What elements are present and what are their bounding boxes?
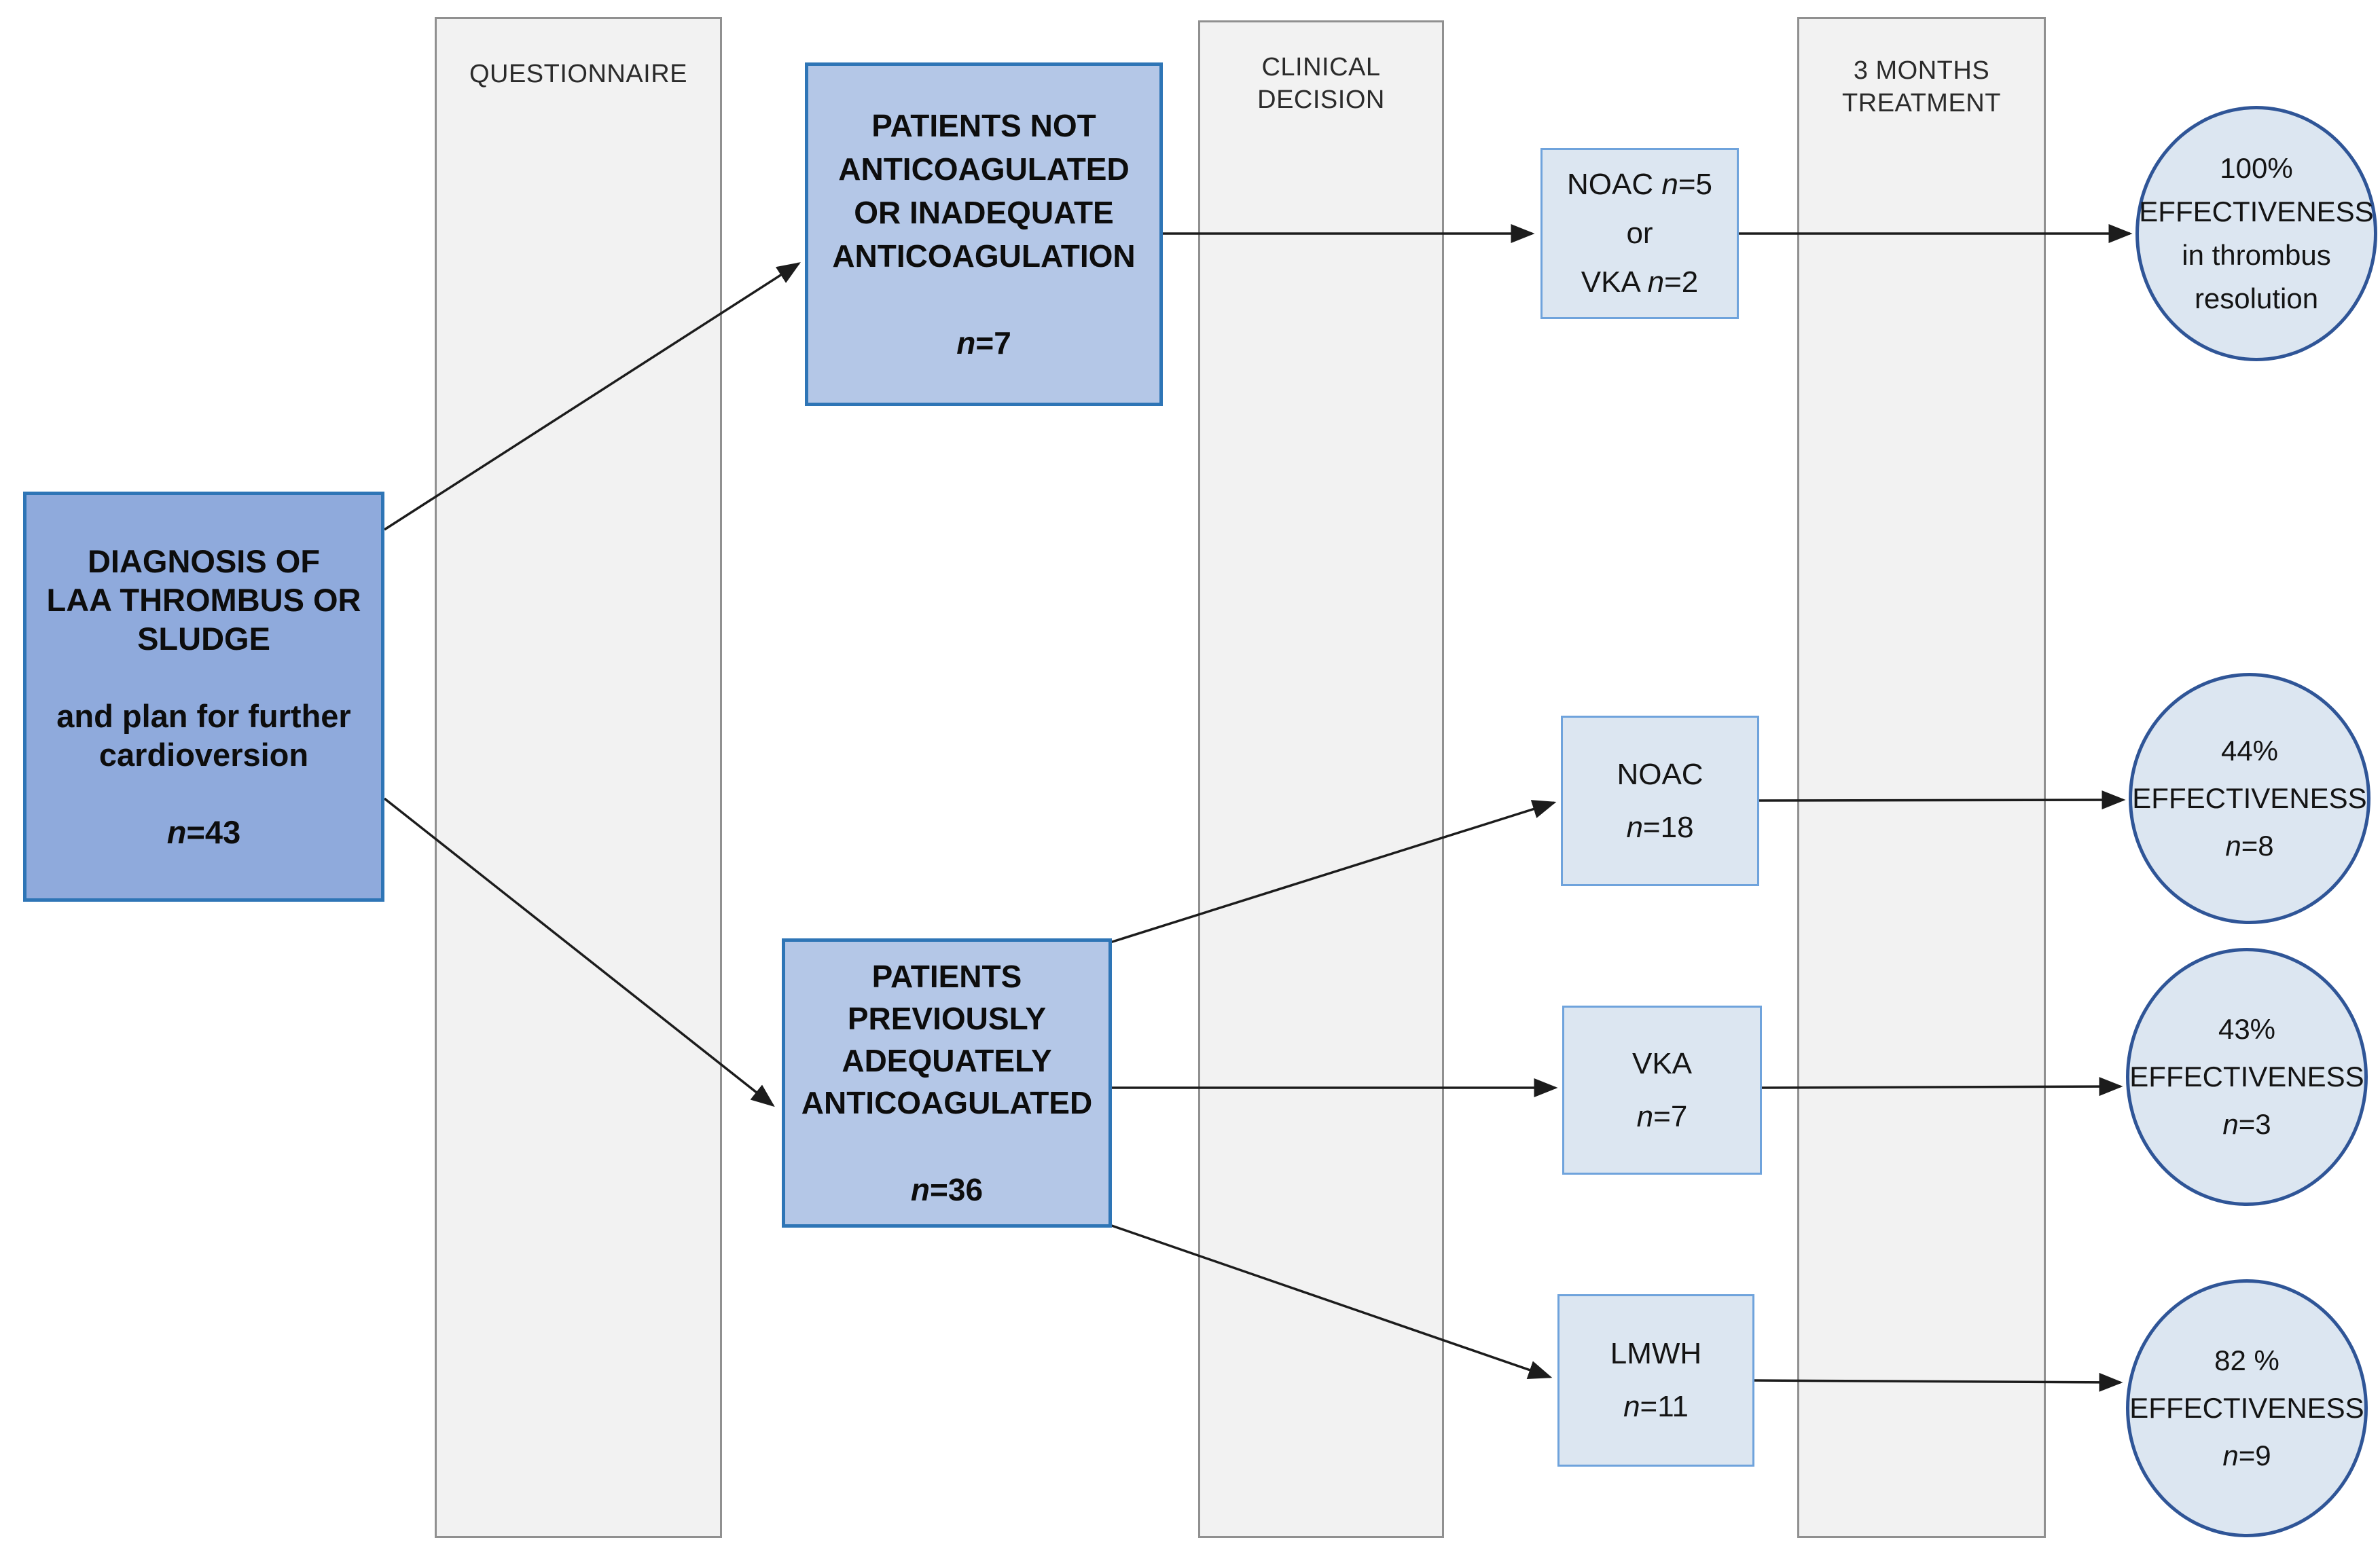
node-noac: NOAC n=18 [1561,716,1759,886]
outcome-43-effectiveness: 43% EFFECTIVENESS n=3 [2126,948,2368,1206]
count-label: n=8 [2225,830,2274,862]
count-label: n=9 [2222,1439,2271,1471]
node-vka: VKA n=7 [1562,1006,1762,1175]
lane-clinical-decision-label: CLINICAL DECISION [1257,53,1385,114]
count-label: n=18 [1626,810,1694,844]
node-previously-anticoagulated: PATIENTS PREVIOUSLY ADEQUATELY ANTICOAGU… [782,938,1112,1228]
lane-clinical-decision: CLINICAL DECISION [1198,20,1444,1538]
arrow-lmwh-to-82-effectiveness [1754,1372,2123,1392]
arrow-previously-anticoagulated-to-noac [1105,800,1557,945]
count-label: n=36 [910,1172,984,1207]
count-label: n=11 [1623,1390,1689,1423]
outcome-100-effectiveness: 100% EFFECTIVENESS in thrombus resolutio… [2135,106,2377,361]
arrow-diagnosis-to-previously-anticoagulated [383,797,775,1107]
node-not-anticoagulated: PATIENTS NOT ANTICOAGULATED OR INADEQUAT… [805,62,1163,406]
arrow-diagnosis-to-not-anticoagulated [384,262,801,531]
node-noac-or-vka: NOAC n=5 or VKA n=2 [1540,148,1739,319]
count-label: n=7 [956,325,1011,361]
lane-questionnaire-label: QUESTIONNAIRE [469,60,688,88]
arrow-vka-to-43-effectiveness [1761,1077,2123,1097]
lane-3-months-treatment-label: 3 MONTHS TREATMENT [1842,56,2001,117]
count-label: n=7 [1636,1099,1688,1133]
arrow-previously-anticoagulated-to-lmwh [1105,1222,1553,1379]
node-diagnosis: DIAGNOSIS OF LAA THROMBUS OR SLUDGE and … [23,492,384,902]
arrow-noac-to-44-effectiveness [1759,790,2126,810]
outcome-82-effectiveness: 82 % EFFECTIVENESS n=9 [2126,1279,2368,1537]
outcome-44-effectiveness: 44% EFFECTIVENESS n=8 [2129,673,2370,924]
lane-questionnaire: QUESTIONNAIRE [435,17,722,1538]
lane-3-months-treatment: 3 MONTHS TREATMENT [1797,17,2046,1538]
node-lmwh: LMWH n=11 [1557,1294,1754,1467]
count-label: n=3 [2222,1108,2271,1140]
count-label: n=43 [166,814,241,850]
